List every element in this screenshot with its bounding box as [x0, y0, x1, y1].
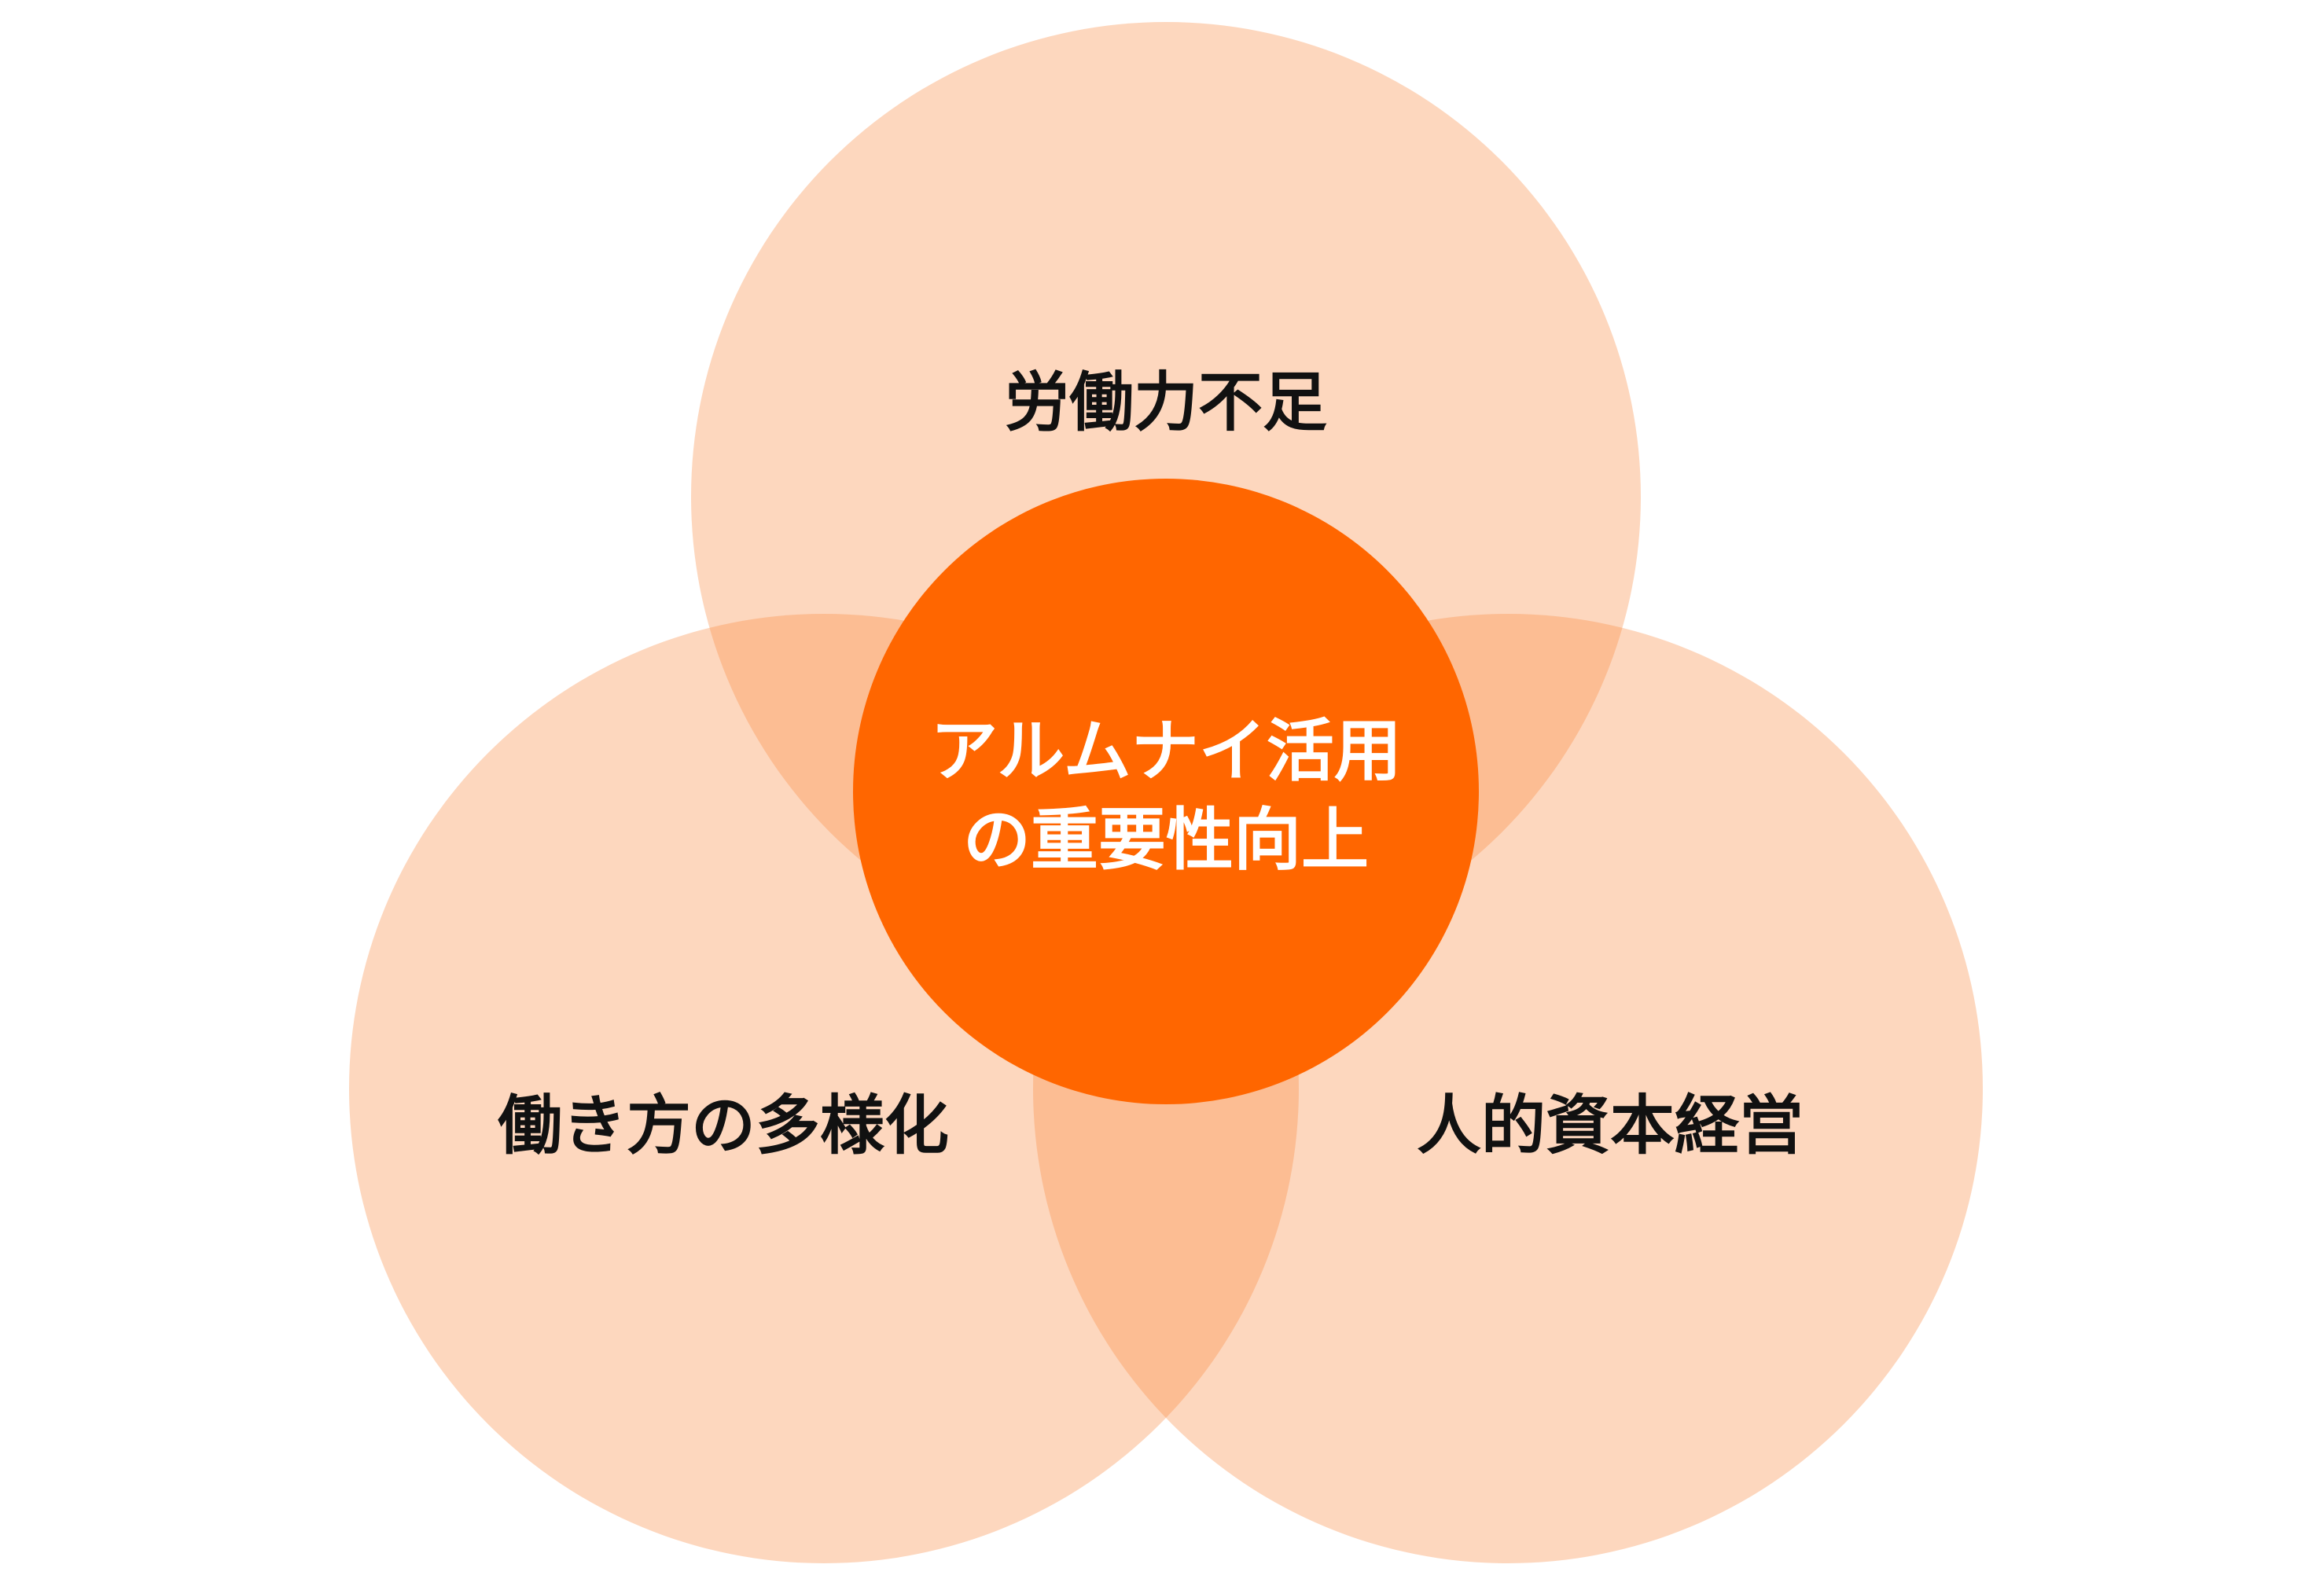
center-circle: [853, 479, 1479, 1104]
center-label-line1: アルムナイ活用: [930, 712, 1401, 791]
center-label-line2: の重要性向上: [963, 801, 1369, 879]
label-diverse-work-styles: 働き方の多様化: [498, 1089, 949, 1163]
label-human-capital-management: 人的資本経営: [1417, 1089, 1804, 1163]
label-labor-shortage: 労働力不足: [1005, 365, 1327, 440]
